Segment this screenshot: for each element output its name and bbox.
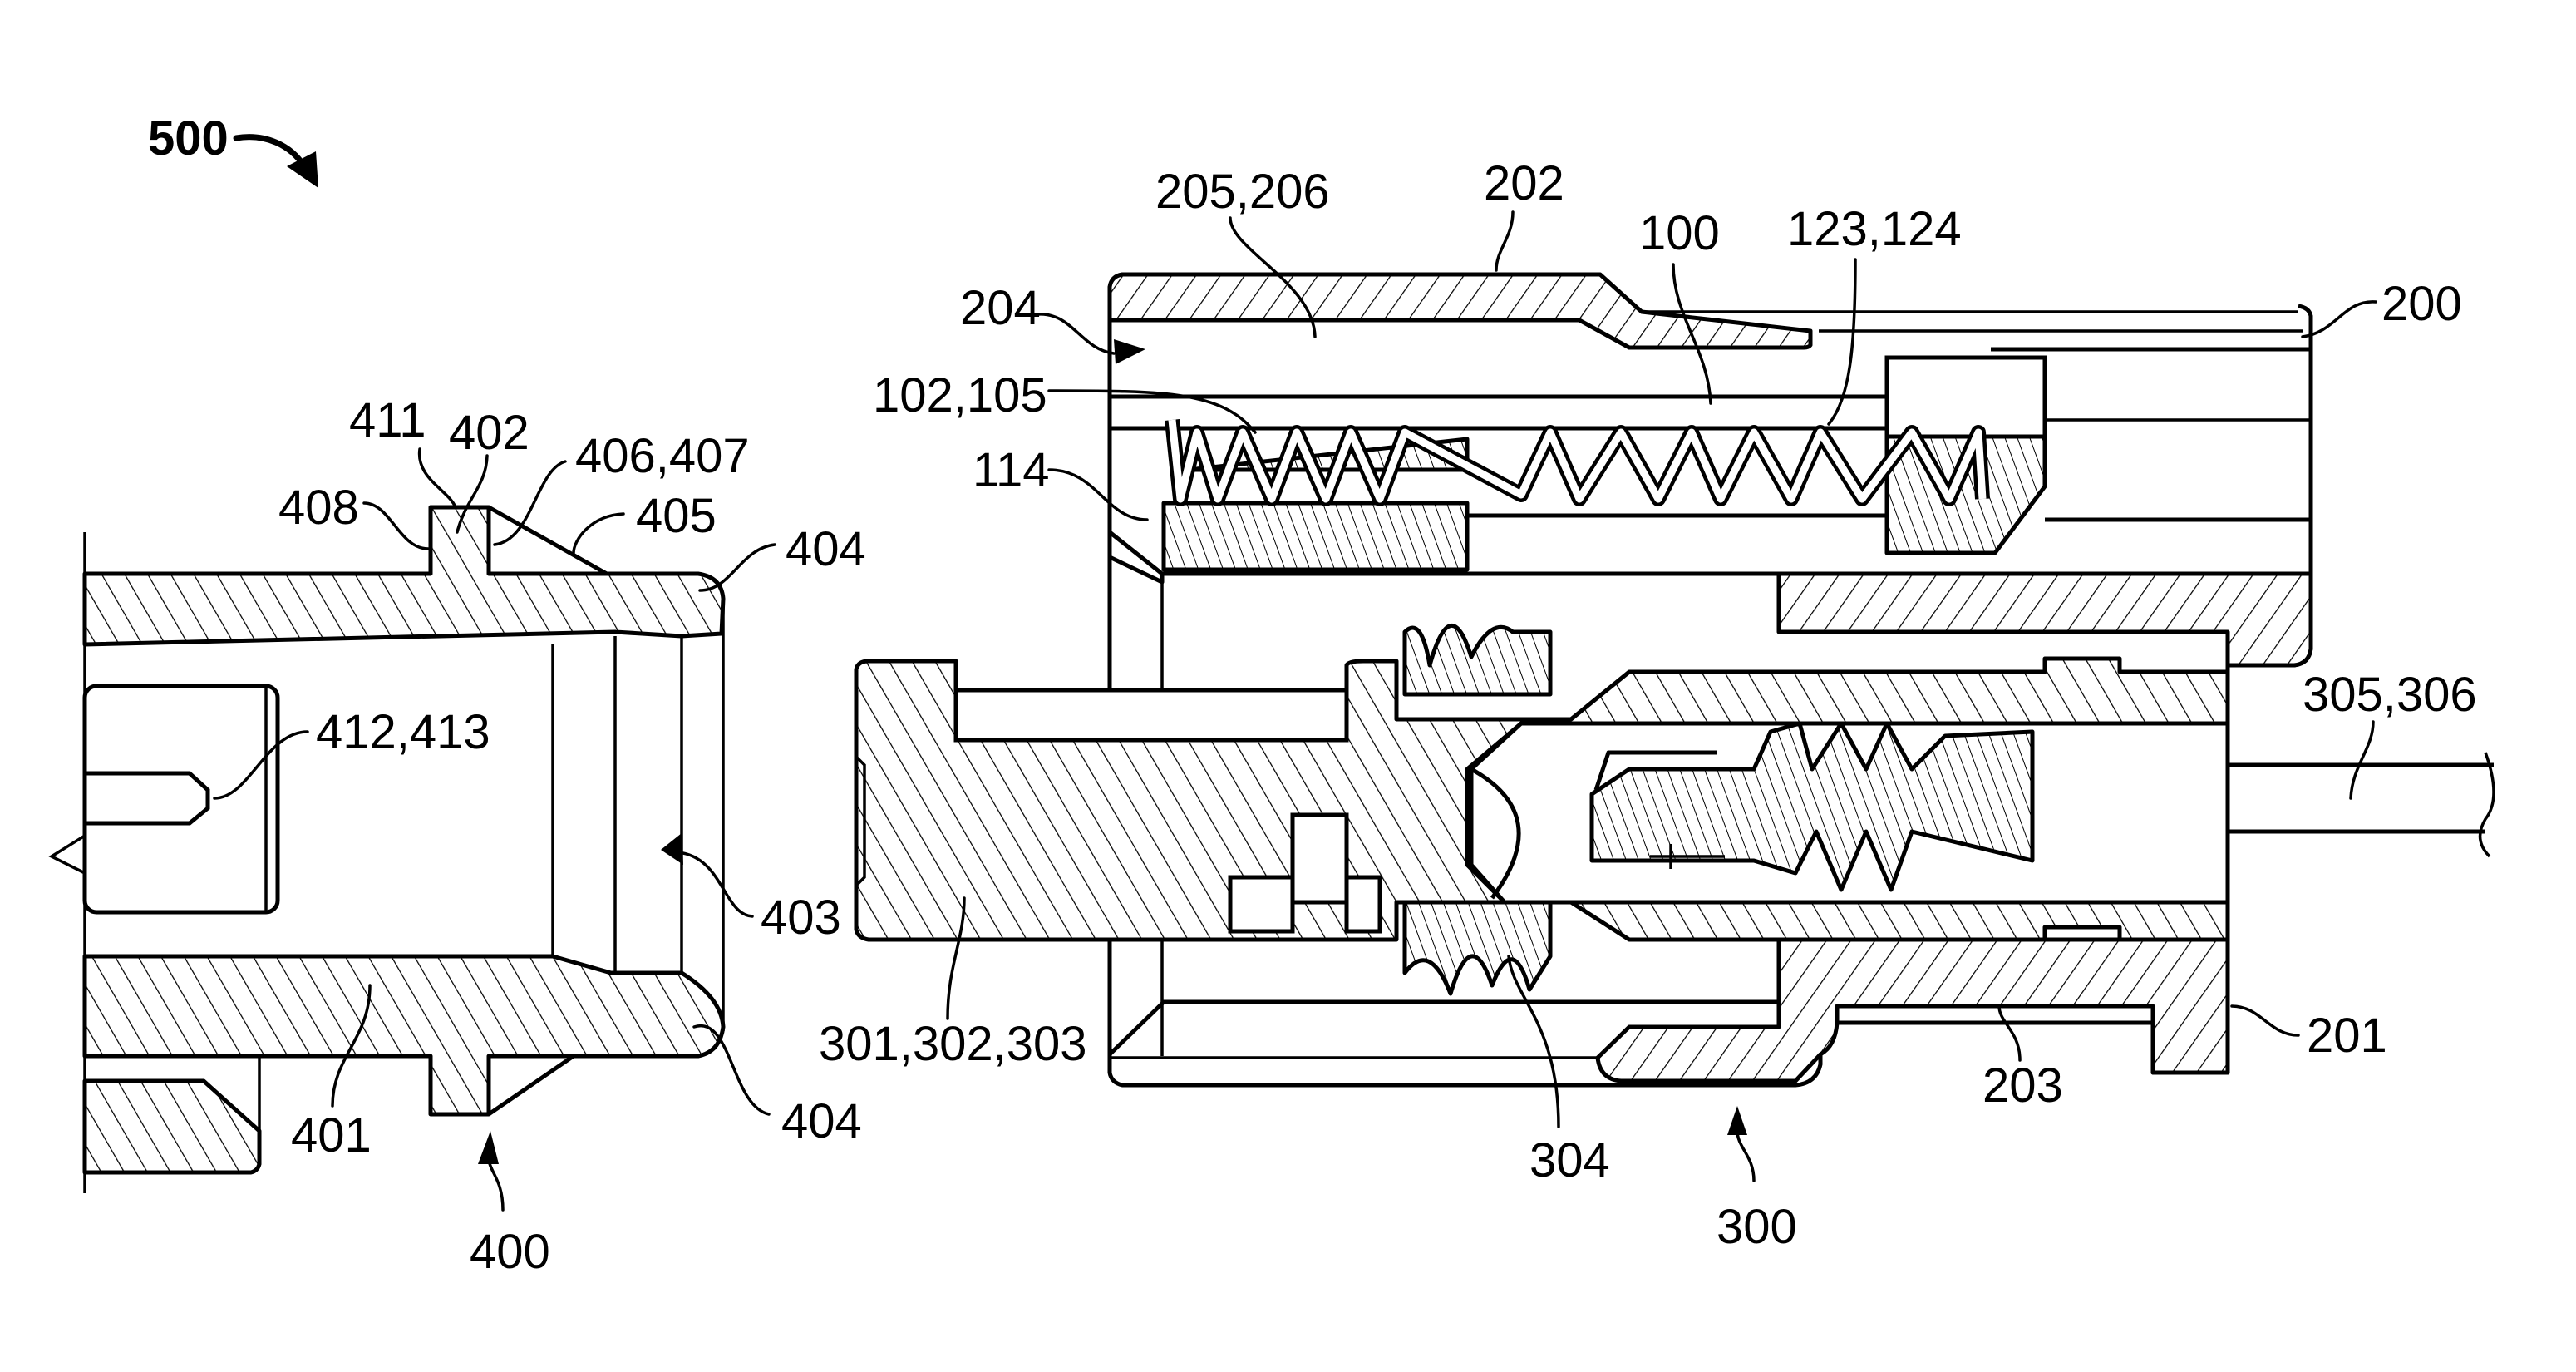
contact-step-1 [1228,875,1295,934]
taper-lower [487,1054,575,1117]
label-301-302-303: 301,302,303 [819,1017,1087,1071]
label-402: 402 [449,406,529,460]
label-411: 411 [349,393,426,447]
cable-break [2478,752,2495,858]
leader-406-407 [493,460,567,546]
leader-114 [1047,468,1149,521]
label-403: 403 [761,891,841,945]
leader-204 [1036,313,1116,355]
leader-404-upper [698,543,776,592]
label-202: 202 [1484,156,1564,210]
label-102-105: 102,105 [873,368,1047,422]
leader-301-302-303 [946,896,966,1020]
label-123-124: 123,124 [1787,202,1962,256]
leader-411 [418,447,457,509]
coil-spring-inner [1168,419,1987,503]
label-412-413: 412,413 [316,705,490,759]
arrowhead-204 [1114,339,1145,364]
coupling-body-203-upper [1776,571,2313,668]
leader-203 [1997,1004,2022,1062]
label-404-lower: 404 [781,1094,862,1148]
label-300: 300 [1717,1200,1797,1254]
rear-sleeve [82,1078,262,1175]
label-408: 408 [278,481,359,535]
label-114: 114 [973,443,1049,497]
contact-step-2 [1344,875,1382,934]
label-500: 500 [148,111,229,165]
leader-102-105 [1047,389,1257,434]
contact-front-notch [855,755,866,887]
label-204: 204 [960,281,1041,335]
front-chamfer [1108,531,1165,585]
retainer-window [1884,355,2047,439]
seal-304-lower [1402,900,1553,996]
inner-pin-threaded [1589,721,2035,892]
body-401-upper [82,505,726,647]
label-400: 400 [470,1225,550,1279]
contact-slot-lower [1290,812,1349,905]
taper-405 [487,505,608,576]
leader-201 [2230,1004,2300,1037]
arrowhead-400 [478,1131,499,1164]
leader-300 [1736,1129,1756,1182]
label-305-306: 305,306 [2303,668,2477,722]
label-401: 401 [291,1108,372,1162]
leader-408 [362,501,430,550]
label-201: 201 [2307,1009,2387,1063]
leader-401 [331,984,372,1108]
leader-404-lower [692,1024,771,1116]
break-zigzag [48,834,86,875]
contact-dome [1470,767,1521,900]
label-405: 405 [636,489,717,543]
seal-upper [1402,624,1553,697]
pin-412-413 [82,771,210,826]
label-406-407: 406,407 [575,429,750,483]
sleeve-202 [1107,272,1813,350]
leader-123-124 [1827,258,1857,426]
label-200: 200 [2381,277,2462,331]
leader-400 [487,1158,505,1212]
coupling-body-203-lower [1595,937,2230,1083]
inner-pin-collar [1593,750,1717,791]
label-205-206: 205,206 [1155,165,1330,219]
assembly-label-500: 500 [148,111,318,188]
leader-100 [1672,263,1712,405]
leader-304 [1507,955,1560,1128]
mating-assembly-300: 205,206 202 204 100 123,124 200 102,105 … [819,156,2495,1254]
leader-403 [676,851,754,918]
plug-connector-400: 411 402 406,407 408 405 404 412,413 403 … [48,393,866,1279]
lower-sleeve-line [1108,999,1779,1056]
label-304: 304 [1529,1133,1610,1187]
leader-305-306 [2349,720,2375,800]
label-404-upper: 404 [786,522,866,576]
leader-402 [456,454,489,534]
arrowhead-300 [1727,1106,1747,1135]
leader-205-206 [1229,216,1317,338]
arrowhead-500 [287,151,318,188]
leader-412-413 [213,730,309,800]
arrowhead-403 [661,833,683,865]
label-203: 203 [1982,1059,2063,1113]
arrow-500 [233,134,308,170]
label-100: 100 [1639,206,1720,260]
spring-seat-114 [1161,501,1470,572]
leader-202 [1495,210,1515,272]
contact-top-slot [953,688,1349,743]
leader-405 [572,512,625,555]
leader-200 [2301,300,2377,338]
